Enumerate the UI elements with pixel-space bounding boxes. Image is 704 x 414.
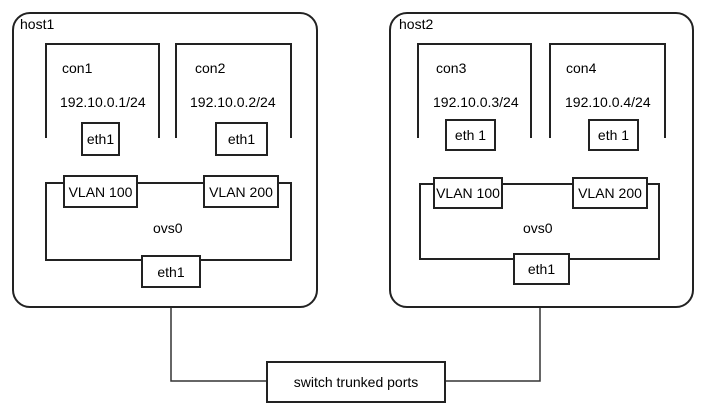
host2-uplink-eth1: eth1 — [513, 253, 570, 285]
host1-vlan100: VLAN 100 — [63, 175, 138, 208]
host2-vlan200: VLAN 200 — [572, 177, 648, 209]
con1-name: con1 — [62, 60, 93, 76]
con3-name: con3 — [436, 60, 467, 76]
con3-ip: 192.10.0.3/24 — [433, 94, 519, 110]
con2-iface: eth1 — [215, 122, 268, 156]
con2-name: con2 — [195, 60, 226, 76]
con4-ip: 192.10.0.4/24 — [565, 94, 651, 110]
con4-name: con4 — [566, 60, 597, 76]
con2-ip: 192.10.0.2/24 — [190, 94, 276, 110]
host2-vlan100: VLAN 100 — [433, 177, 503, 209]
host1-ovs0-label: ovs0 — [153, 220, 183, 236]
switch-trunked-ports: switch trunked ports — [266, 361, 446, 403]
con1-iface: eth1 — [81, 122, 120, 156]
host1-label: host1 — [20, 16, 55, 32]
host1-vlan200: VLAN 200 — [203, 175, 279, 208]
con3-iface: eth 1 — [445, 119, 496, 151]
host1-uplink-eth1: eth1 — [141, 255, 201, 288]
con1-ip: 192.10.0.1/24 — [60, 94, 146, 110]
host2-label: host2 — [399, 16, 434, 32]
con4-iface: eth 1 — [588, 119, 639, 151]
host2-ovs0-label: ovs0 — [523, 220, 553, 236]
